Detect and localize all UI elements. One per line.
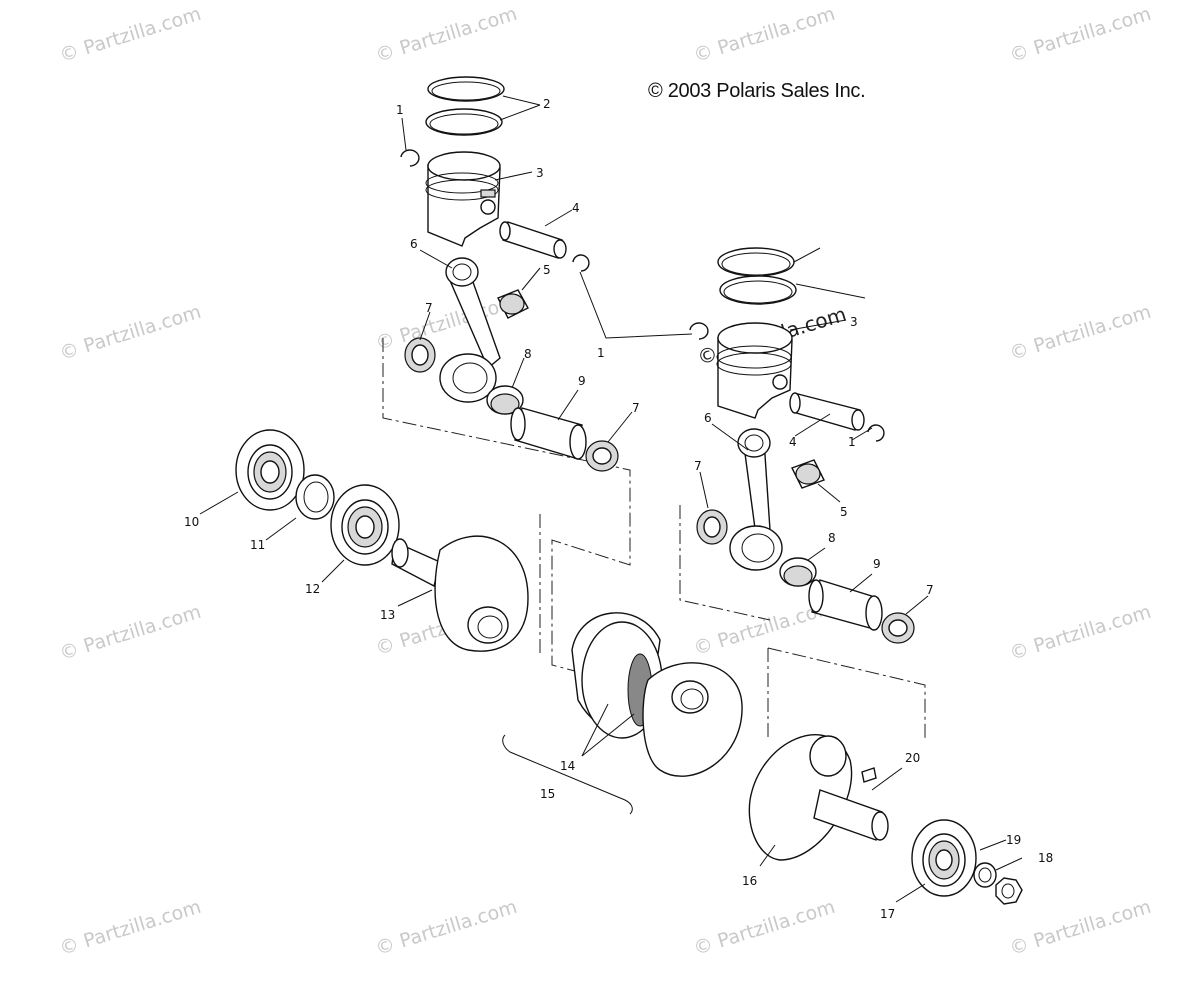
callout-15: 15 — [540, 787, 555, 801]
crank-pin-left — [510, 407, 587, 460]
watermark: © Partzilla.com — [373, 291, 520, 355]
watermark: © Partzilla.com — [57, 3, 204, 67]
piston-left — [425, 151, 501, 247]
callout-6: 6 — [410, 237, 418, 251]
callout-14: 14 — [560, 759, 575, 773]
watermark: © Partzilla.com — [57, 896, 204, 960]
callout-9: 9 — [578, 374, 586, 388]
crankshaft-center-assembly — [502, 612, 743, 815]
callout-16: 16 — [742, 874, 757, 888]
callout-1: 1 — [848, 435, 856, 449]
needle-bearing-right — [779, 557, 817, 587]
circlip-left-upper — [400, 149, 420, 167]
callout-5: 5 — [543, 263, 551, 277]
callout-17: 17 — [880, 907, 895, 921]
piston-right — [716, 322, 793, 419]
watermark-layer: © Partzilla.com © Partzilla.com © Partzi… — [57, 3, 1154, 960]
leader-lines — [199, 95, 1023, 903]
callout-7: 7 — [632, 401, 640, 415]
piston-ring-left-upper — [427, 76, 505, 102]
circlip-right-lower — [867, 424, 885, 442]
watermark: © Partzilla.com — [373, 896, 520, 960]
watermark: © Partzilla.com — [373, 3, 520, 67]
callout-20: 20 — [905, 751, 920, 765]
woodruff-key — [861, 767, 877, 783]
callout-4: 4 — [572, 201, 580, 215]
circlip-right-upper — [689, 322, 709, 340]
piston-ring-left-lower — [425, 108, 503, 136]
callout-18: 18 — [1038, 851, 1053, 865]
thrust-washer-left-upper — [404, 337, 436, 373]
watermark: © Partzilla.com — [57, 301, 204, 365]
copyright-notice: © 2003 Polaris Sales Inc. — [648, 80, 866, 102]
main-bearing-right — [911, 819, 977, 897]
connecting-rod-left — [439, 257, 501, 403]
needle-bearing-left — [486, 385, 524, 415]
crank-pin-right — [808, 579, 883, 631]
callout-8: 8 — [524, 347, 532, 361]
callout-7: 7 — [926, 583, 934, 597]
callout-9: 9 — [873, 557, 881, 571]
watermark: © Partzilla.com — [57, 601, 204, 665]
callout-11: 11 — [250, 538, 265, 552]
small-end-bearing-right — [791, 459, 825, 489]
callout-19: 19 — [1006, 833, 1021, 847]
piston-ring-right-upper — [717, 247, 795, 277]
watermark: © Partzilla.com — [1007, 896, 1154, 960]
callout-3: 3 — [536, 166, 544, 180]
main-bearing-left — [235, 429, 305, 511]
callout-5: 5 — [840, 505, 848, 519]
callout-13: 13 — [380, 608, 395, 622]
callout-numbers: 1 2 3 4 5 6 7 8 9 7 1 3 6 4 1 7 5 8 9 7 … — [184, 97, 1053, 921]
circlip-left-lower — [572, 254, 590, 272]
crankshaft-half-right — [748, 734, 889, 861]
piston-ring-right-lower — [719, 275, 797, 305]
watermark: © Partzilla.com — [1007, 301, 1154, 365]
callout-10: 10 — [184, 515, 199, 529]
callout-1: 1 — [396, 103, 404, 117]
small-end-bearing-left — [497, 289, 529, 319]
watermark: © Partzilla.com — [691, 896, 838, 960]
thrust-washer-right-lower — [881, 612, 915, 644]
connecting-rod-right — [729, 428, 783, 571]
callout-3: 3 — [850, 315, 858, 329]
thrust-washer-right-upper — [696, 509, 728, 545]
thrust-washer-left-lower — [585, 440, 619, 472]
piston-pin-left — [499, 221, 567, 259]
callout-2: 2 — [543, 97, 551, 111]
callout-7: 7 — [425, 301, 433, 315]
callout-12: 12 — [305, 582, 320, 596]
callout-4: 4 — [789, 435, 797, 449]
watermark: © Partzilla.com — [691, 3, 838, 67]
main-bearing-left-inner — [330, 484, 400, 566]
callout-8: 8 — [828, 531, 836, 545]
spacer-ring-left — [295, 474, 335, 520]
washer-right — [973, 862, 997, 888]
nut-right — [995, 877, 1023, 905]
watermark: © Partzilla.com — [1007, 601, 1154, 665]
callout-6: 6 — [704, 411, 712, 425]
crankshaft-half-left — [391, 535, 529, 652]
callout-1: 1 — [597, 346, 605, 360]
piston-pin-right — [789, 392, 865, 431]
callout-7: 7 — [694, 459, 702, 473]
watermark: © Partzilla.com — [1007, 3, 1154, 67]
